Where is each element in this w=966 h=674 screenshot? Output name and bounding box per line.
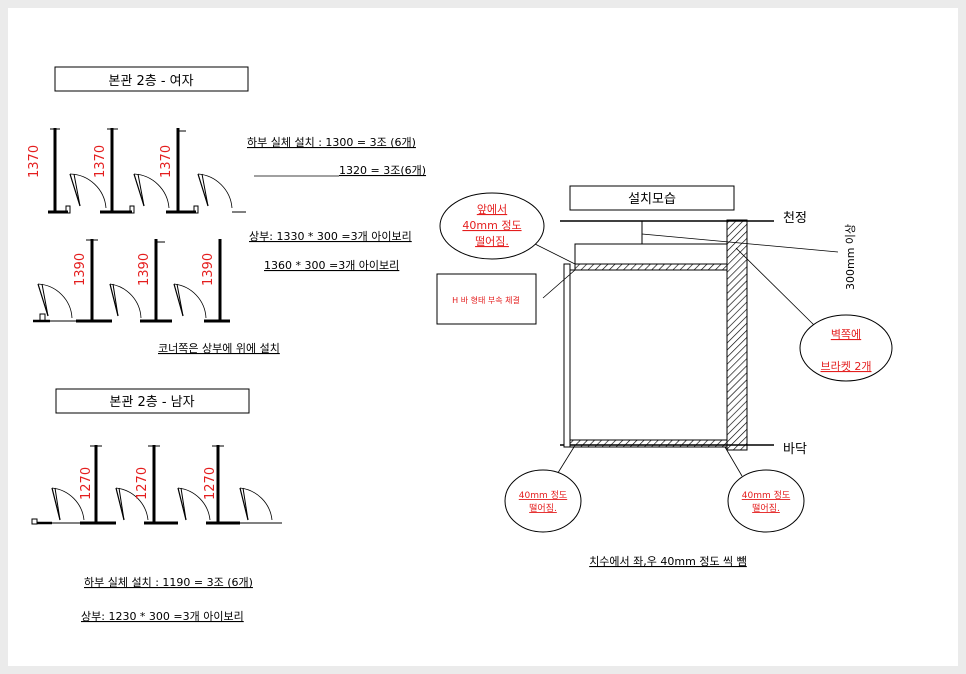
female-lower-install2: 1320 = 3조(6개) xyxy=(339,164,426,177)
male-height-2: 1270 xyxy=(135,467,150,500)
leader-lines xyxy=(534,233,839,477)
male-lower-install: 하부 실체 설치 : 1190 = 3조 (6개) xyxy=(84,575,253,589)
male-row-layout xyxy=(31,445,282,525)
top-rail xyxy=(574,263,728,271)
male-section: 본관 2층 - 남자 xyxy=(31,388,282,623)
right-gap-bubble xyxy=(727,469,805,533)
install-title: 설치모습 xyxy=(628,192,676,207)
female-row1-layout xyxy=(48,128,246,214)
drawing-sheet: 본관 2층 - 여자 1370 137 xyxy=(8,8,958,666)
hbar-note-box xyxy=(436,273,537,325)
female-height-3: 1370 xyxy=(159,145,174,178)
male-height-3: 1270 xyxy=(203,467,218,500)
front-gap-line1: 앞에서 xyxy=(477,203,507,216)
right-gap-line1: 40mm 정도 xyxy=(742,490,790,501)
left-gap-line1: 40mm 정도 xyxy=(519,490,567,501)
hbar-note: H 바 형태 부속 체결 xyxy=(452,295,520,305)
female-height-6: 1390 xyxy=(201,253,216,286)
floor-label: 바닥 xyxy=(783,442,807,457)
install-title-box xyxy=(569,185,735,211)
female-upper2: 1360 * 300 =3개 아이보리 xyxy=(264,259,399,272)
clearance-label: 300mm 이상 xyxy=(844,224,857,290)
install-section: 설치모습 천정 바닥 300mm 이상 앞에서 40mm 정도 xyxy=(436,185,893,568)
install-footer-note: 치수에서 좌,우 40mm 정도 씩 뺌 xyxy=(589,555,747,568)
male-title: 본관 2층 - 남자 xyxy=(109,395,194,410)
left-gap-bubble xyxy=(504,469,582,533)
bottom-rail xyxy=(569,439,728,448)
female-lower-install: 하부 실체 설치 : 1300 = 3조 (6개) xyxy=(247,135,416,149)
front-gap-line3: 떨어짐. xyxy=(475,235,509,248)
female-height-2: 1370 xyxy=(93,145,108,178)
ceiling-label: 천정 xyxy=(783,211,807,226)
upper-frame xyxy=(574,243,728,265)
wall-bracket-line1: 벽쪽에 xyxy=(831,328,861,341)
left-gap-line2: 떨어짐. xyxy=(529,502,557,514)
male-upper: 상부: 1230 * 300 =3개 아이보리 xyxy=(81,610,244,623)
female-corner-note: 코너쪽은 상부에 위에 설치 xyxy=(158,342,280,355)
front-post xyxy=(563,263,571,448)
front-gap-bubble xyxy=(439,192,545,260)
wall-bracket-line2: 브라켓 2개 xyxy=(821,360,872,373)
wall-bracket-bubble xyxy=(799,314,893,382)
cad-drawing: 본관 2층 - 여자 1370 137 xyxy=(27,66,893,623)
female-upper1: 상부: 1330 * 300 =3개 아이보리 xyxy=(249,230,412,243)
female-section: 본관 2층 - 여자 1370 137 xyxy=(27,66,426,355)
female-height-5: 1390 xyxy=(137,253,152,286)
female-row2-layout xyxy=(33,239,230,323)
male-title-box xyxy=(55,388,250,414)
male-height-1: 1270 xyxy=(79,467,94,500)
right-gap-line2: 떨어짐. xyxy=(752,502,780,514)
partition-panel xyxy=(569,269,728,441)
wall-hatched xyxy=(726,219,748,451)
female-height-1: 1370 xyxy=(27,145,42,178)
front-gap-line2: 40mm 정도 xyxy=(462,219,521,232)
female-title: 본관 2층 - 여자 xyxy=(108,74,193,89)
female-height-4: 1390 xyxy=(73,253,88,286)
female-title-box xyxy=(54,66,249,92)
